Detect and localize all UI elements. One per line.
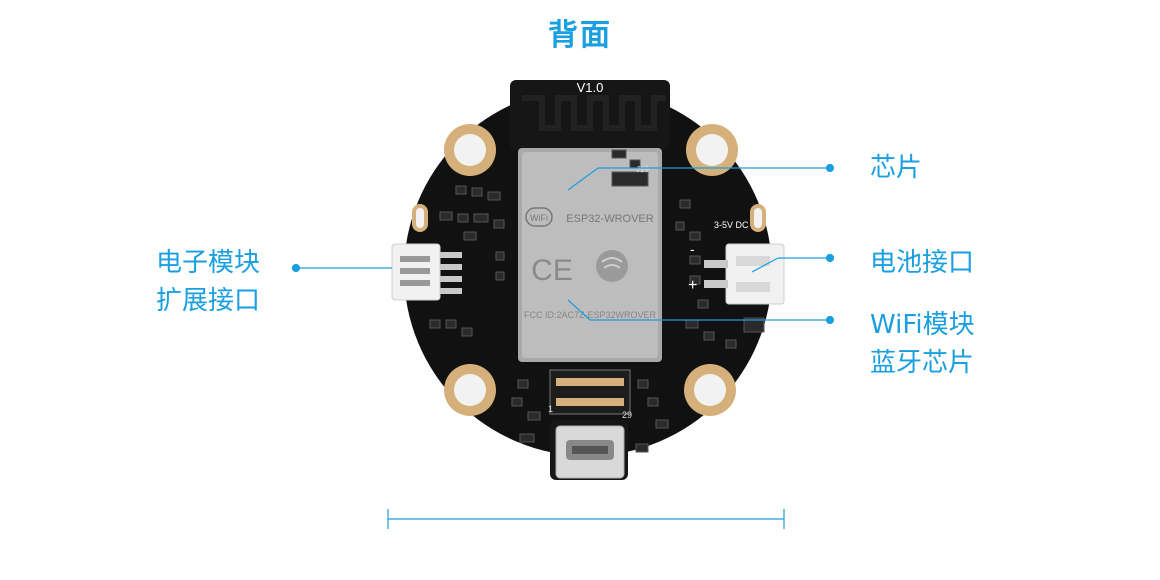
plus-sign: +: [688, 277, 697, 294]
pin-29-label: 29: [622, 410, 632, 420]
chip-callout-line: [567, 167, 599, 191]
module-name: ESP32-WROVER: [566, 213, 653, 225]
ce-mark: CE: [531, 254, 573, 287]
wifi-logo: WiFi: [530, 213, 548, 223]
callout-expansion-line2: 扩展接口: [156, 286, 261, 316]
callout-battery-text: 电池接口: [870, 248, 975, 278]
callout-wifi-bt: WiFi模块 蓝牙芯片: [870, 306, 975, 382]
fpc-connector: [549, 369, 631, 415]
mounting-hole: [444, 124, 496, 176]
page-title: 背面: [548, 18, 612, 53]
micro-usb-port: [555, 425, 625, 479]
mounting-hole: [686, 124, 738, 176]
callout-wifi-text: WiFi模块: [870, 310, 975, 340]
callout-expansion: 电子模块 扩展接口: [156, 244, 260, 320]
minus-sign: -: [690, 241, 695, 257]
callout-chip-text: 芯片: [870, 153, 923, 183]
battery-connector: [704, 243, 785, 305]
wifi-callout-line: [567, 299, 591, 321]
fcc-id: FCC ID:2AC7Z-ESP32WROVER: [524, 310, 657, 320]
power-label: 3-5V DC: [714, 220, 749, 230]
mounting-hole: [684, 364, 736, 416]
version-label: V1.0: [577, 80, 604, 95]
expansion-connector: [391, 243, 462, 301]
j19-label: J19: [636, 165, 649, 174]
mounting-hole: [444, 364, 496, 416]
callout-chip: 芯片: [870, 149, 922, 187]
pin-1-label: 1: [548, 404, 553, 414]
callout-expansion-line1: 电子模块: [156, 248, 261, 278]
callout-battery: 电池接口: [870, 244, 974, 282]
battery-callout-line: [751, 257, 779, 273]
callout-bt-text: 蓝牙芯片: [870, 348, 975, 378]
